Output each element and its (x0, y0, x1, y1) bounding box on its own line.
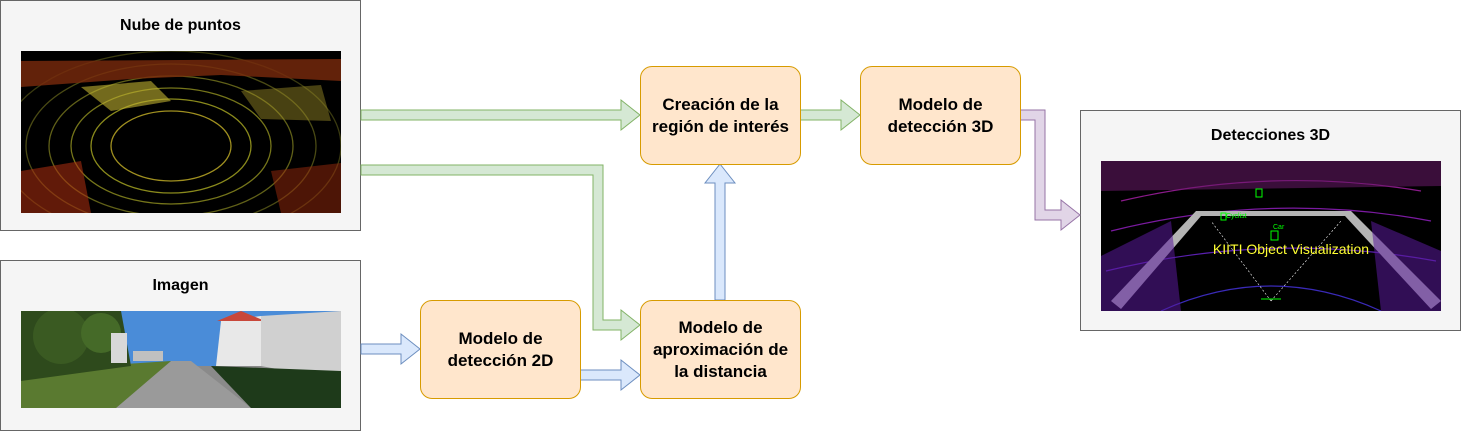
detection-label-cyclist: Cyclist (1226, 213, 1247, 220)
point-cloud-panel: Nube de puntos (0, 0, 361, 231)
camera-image (21, 311, 341, 408)
point-cloud-title: Nube de puntos (120, 17, 241, 34)
model-3d-node: Modelo de detección 3D (860, 66, 1021, 165)
detections-3d-panel: Detecciones 3D Cycl (1080, 110, 1461, 331)
point-cloud-image (21, 51, 341, 213)
arrow-pointcloud-to-distance (360, 164, 641, 342)
arrow-roi-to-model3d (799, 98, 861, 132)
arrow-model2d-to-distance (579, 358, 641, 392)
image-panel-title: Imagen (152, 277, 209, 294)
detections-3d-image: Cyclist Car KIITI Object Visualization (1101, 161, 1441, 311)
model-2d-node: Modelo de detección 2D (420, 300, 581, 399)
image-panel: Imagen (0, 260, 361, 431)
roi-creation-node: Creación de la región de interés (640, 66, 801, 165)
arrow-model3d-to-output (1019, 109, 1081, 232)
arrow-pointcloud-to-roi (360, 98, 641, 132)
detection-label-car: Car (1273, 224, 1285, 231)
arrow-distance-to-roi (703, 163, 737, 301)
visualization-caption: KIITI Object Visualization (1213, 241, 1369, 257)
distance-model-node: Modelo de aproximación de la distancia (640, 300, 801, 399)
arrow-image-to-model2d (360, 332, 421, 366)
detections-3d-title: Detecciones 3D (1210, 127, 1331, 144)
